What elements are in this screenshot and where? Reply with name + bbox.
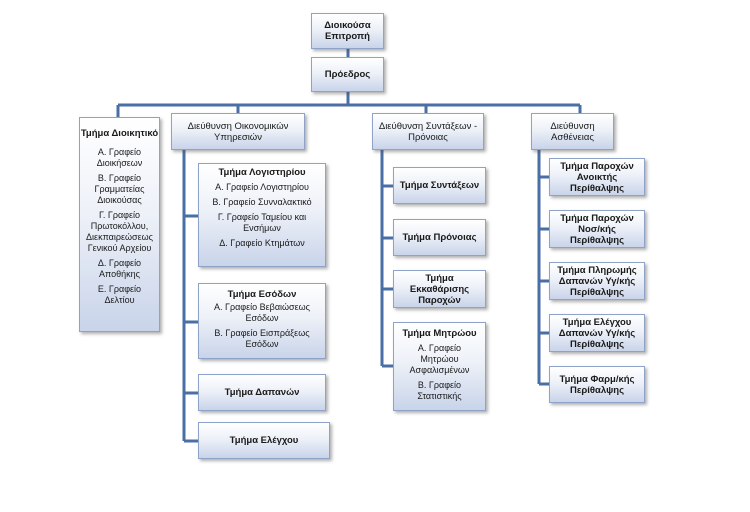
finance-title: Διεύθυνση Οικονομικών Υπηρεσιών [187,120,289,143]
sickness-box: Διεύθυνση Ασθένειας [531,113,614,150]
pension-unit-title: Τμήμα Συντάξεων [399,180,480,191]
sickness-unit-title: Τμήμα Ελέγχου Δαπανών Υγ/κής Περίθαλψης [558,316,636,350]
president-box: Πρόεδρος [311,57,384,92]
pensions-box: Διεύθυνση Συντάξεων - Πρόνοιας [372,113,484,150]
board-title: Διοικούσα Επιτροπή [324,20,371,42]
admin-item: Β. Γραφείο Γραμματείας Διοικούσας [94,173,145,205]
registry-title: Τμήμα Μητρώου [402,328,477,339]
registry-item: Α. Γραφείο Μητρώου Ασφαλισμένων [409,343,470,375]
admin-box: Τμήμα Διοικητικό Α. Γραφείο Διοικήσεων Β… [79,117,160,332]
control-box: Τμήμα Ελέγχου [198,422,330,459]
accounting-item: Β. Γραφείο Συνναλακτικό [212,197,312,207]
admin-item: Α. Γραφείο Διοικήσεων [96,147,143,168]
settlement-unit-box: Τμήμα Εκκαθάρισης Παροχών [393,270,486,308]
sickness-title: Διεύθυνση Ασθένειας [550,120,595,143]
accounting-item: Γ. Γραφείο Ταμείου και Ενσήμων [217,212,307,233]
accounting-title: Τμήμα Λογιστηρίου [218,167,306,178]
admin-title: Τμήμα Διοικητικό [80,128,159,139]
board-box: Διοικούσα Επιτροπή [311,13,384,49]
admin-item: Δ. Γραφείο Αποθήκης [97,258,142,279]
admin-item: Γ. Γραφείο Πρωτοκόλλου, Διεκπαιρεώσεως Γ… [86,210,153,253]
sickness-unit-box: Τμήμα Παροχών Ανοικτής Περίθαλψης [549,158,645,196]
income-box: Τμήμα Εσόδων Α. Γραφείο Βεβαιώσεως Εσόδω… [198,283,326,359]
sickness-unit-title: Τμήμα Παροχών Ανοικτής Περίθαλψης [560,160,634,194]
pensions-title: Διεύθυνση Συντάξεων - Πρόνοιας [378,120,478,143]
pension-unit-box: Τμήμα Συντάξεων [393,167,486,204]
president-title: Πρόεδρος [324,69,371,80]
sickness-unit-title: Τμήμα Φαρμ/κής Περίθαλψης [559,373,635,396]
sickness-unit-title: Τμήμα Παροχών Νοσ/κής Περίθαλψης [560,212,634,246]
expenses-box: Τμήμα Δαπανών [198,374,326,411]
sickness-unit-box: Τμήμα Ελέγχου Δαπανών Υγ/κής Περίθαλψης [549,314,645,352]
expenses-title: Τμήμα Δαπανών [224,387,300,398]
sickness-unit-box: Τμήμα Πληρωμής Δαπανών Υγ/κής Περίθαλψης [549,262,645,300]
sickness-unit-box: Τμήμα Φαρμ/κής Περίθαλψης [549,366,645,403]
accounting-item: Α. Γραφείο Λογιστηρίου [215,182,309,192]
accounting-item: Δ. Γραφείο Κτημάτων [219,238,305,248]
sickness-unit-title: Τμήμα Πληρωμής Δαπανών Υγ/κής Περίθαλψης [557,264,637,298]
registry-item: Β. Γραφείο Στατιστικής [417,380,462,401]
welfare-unit-box: Τμήμα Πρόνοιας [393,219,486,256]
control-title: Τμήμα Ελέγχου [229,435,299,446]
sickness-unit-box: Τμήμα Παροχών Νοσ/κής Περίθαλψης [549,210,645,248]
admin-item: Ε. Γραφείο Δελτίου [97,284,142,305]
income-title: Τμήμα Εσόδων [227,289,297,300]
settlement-unit-title: Τμήμα Εκκαθάρισης Παροχών [409,272,470,306]
accounting-box: Τμήμα Λογιστηρίου Α. Γραφείο Λογιστηρίου… [198,163,326,267]
registry-unit-box: Τμήμα Μητρώου Α. Γραφείο Μητρώου Ασφαλισ… [393,322,486,411]
income-item: Α. Γραφείο Βεβαιώσεως Εσόδων [214,302,310,323]
welfare-unit-title: Τμήμα Πρόνοιας [402,232,477,243]
finance-box: Διεύθυνση Οικονομικών Υπηρεσιών [171,113,305,150]
income-item: Β. Γραφείο Εισπράξεως Εσόδων [214,328,310,349]
